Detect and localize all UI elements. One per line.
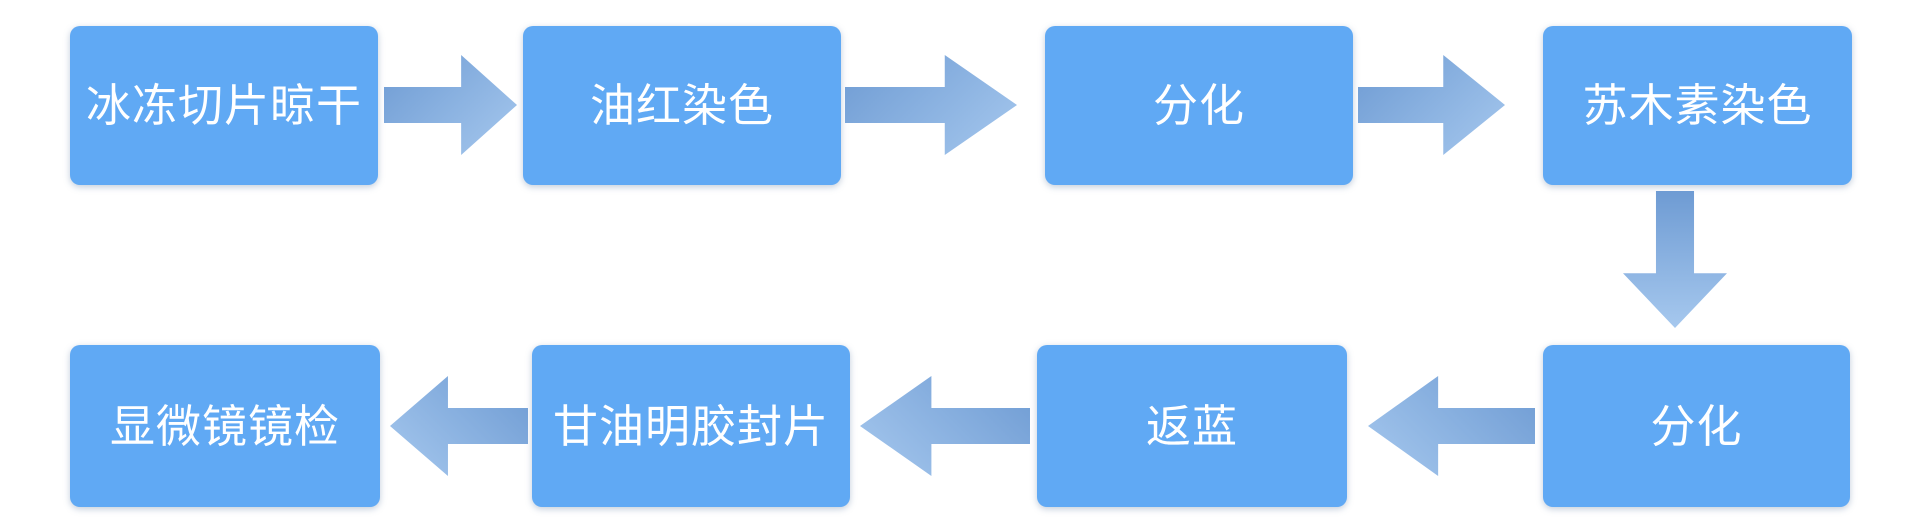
arrow-right-icon (1358, 55, 1505, 155)
flow-step-glycerin-gelatin-mounting: 甘油明胶封片 (532, 345, 850, 507)
arrow-right-icon (384, 55, 517, 155)
flow-step-label: 显微镜镜检 (109, 400, 340, 452)
flow-step-label: 油红染色 (589, 80, 774, 131)
flow-step-frozen-section-air-dry: 冰冻切片晾干 (70, 26, 378, 185)
flow-step-bluing: 返蓝 (1037, 345, 1347, 507)
flow-step-label: 苏木素染色 (1582, 80, 1813, 131)
flow-step-oil-red-staining: 油红染色 (523, 26, 841, 185)
flow-step-hematoxylin-staining: 苏木素染色 (1543, 26, 1852, 185)
flow-step-label: 甘油明胶封片 (552, 400, 829, 452)
arrow-right-icon (845, 55, 1017, 155)
flow-step-label: 返蓝 (1145, 400, 1238, 452)
arrow-left-icon (390, 376, 528, 476)
flow-step-microscope-examination: 显微镜镜检 (70, 345, 380, 507)
flow-step-label: 分化 (1650, 400, 1743, 452)
flow-step-label: 分化 (1152, 80, 1245, 131)
arrow-left-icon (860, 376, 1030, 476)
arrow-down-icon (1623, 191, 1727, 328)
flow-step-differentiation-2: 分化 (1543, 345, 1850, 507)
arrow-left-icon (1368, 376, 1535, 476)
flow-step-label: 冰冻切片晾干 (85, 80, 362, 131)
flow-step-differentiation-1: 分化 (1045, 26, 1353, 185)
